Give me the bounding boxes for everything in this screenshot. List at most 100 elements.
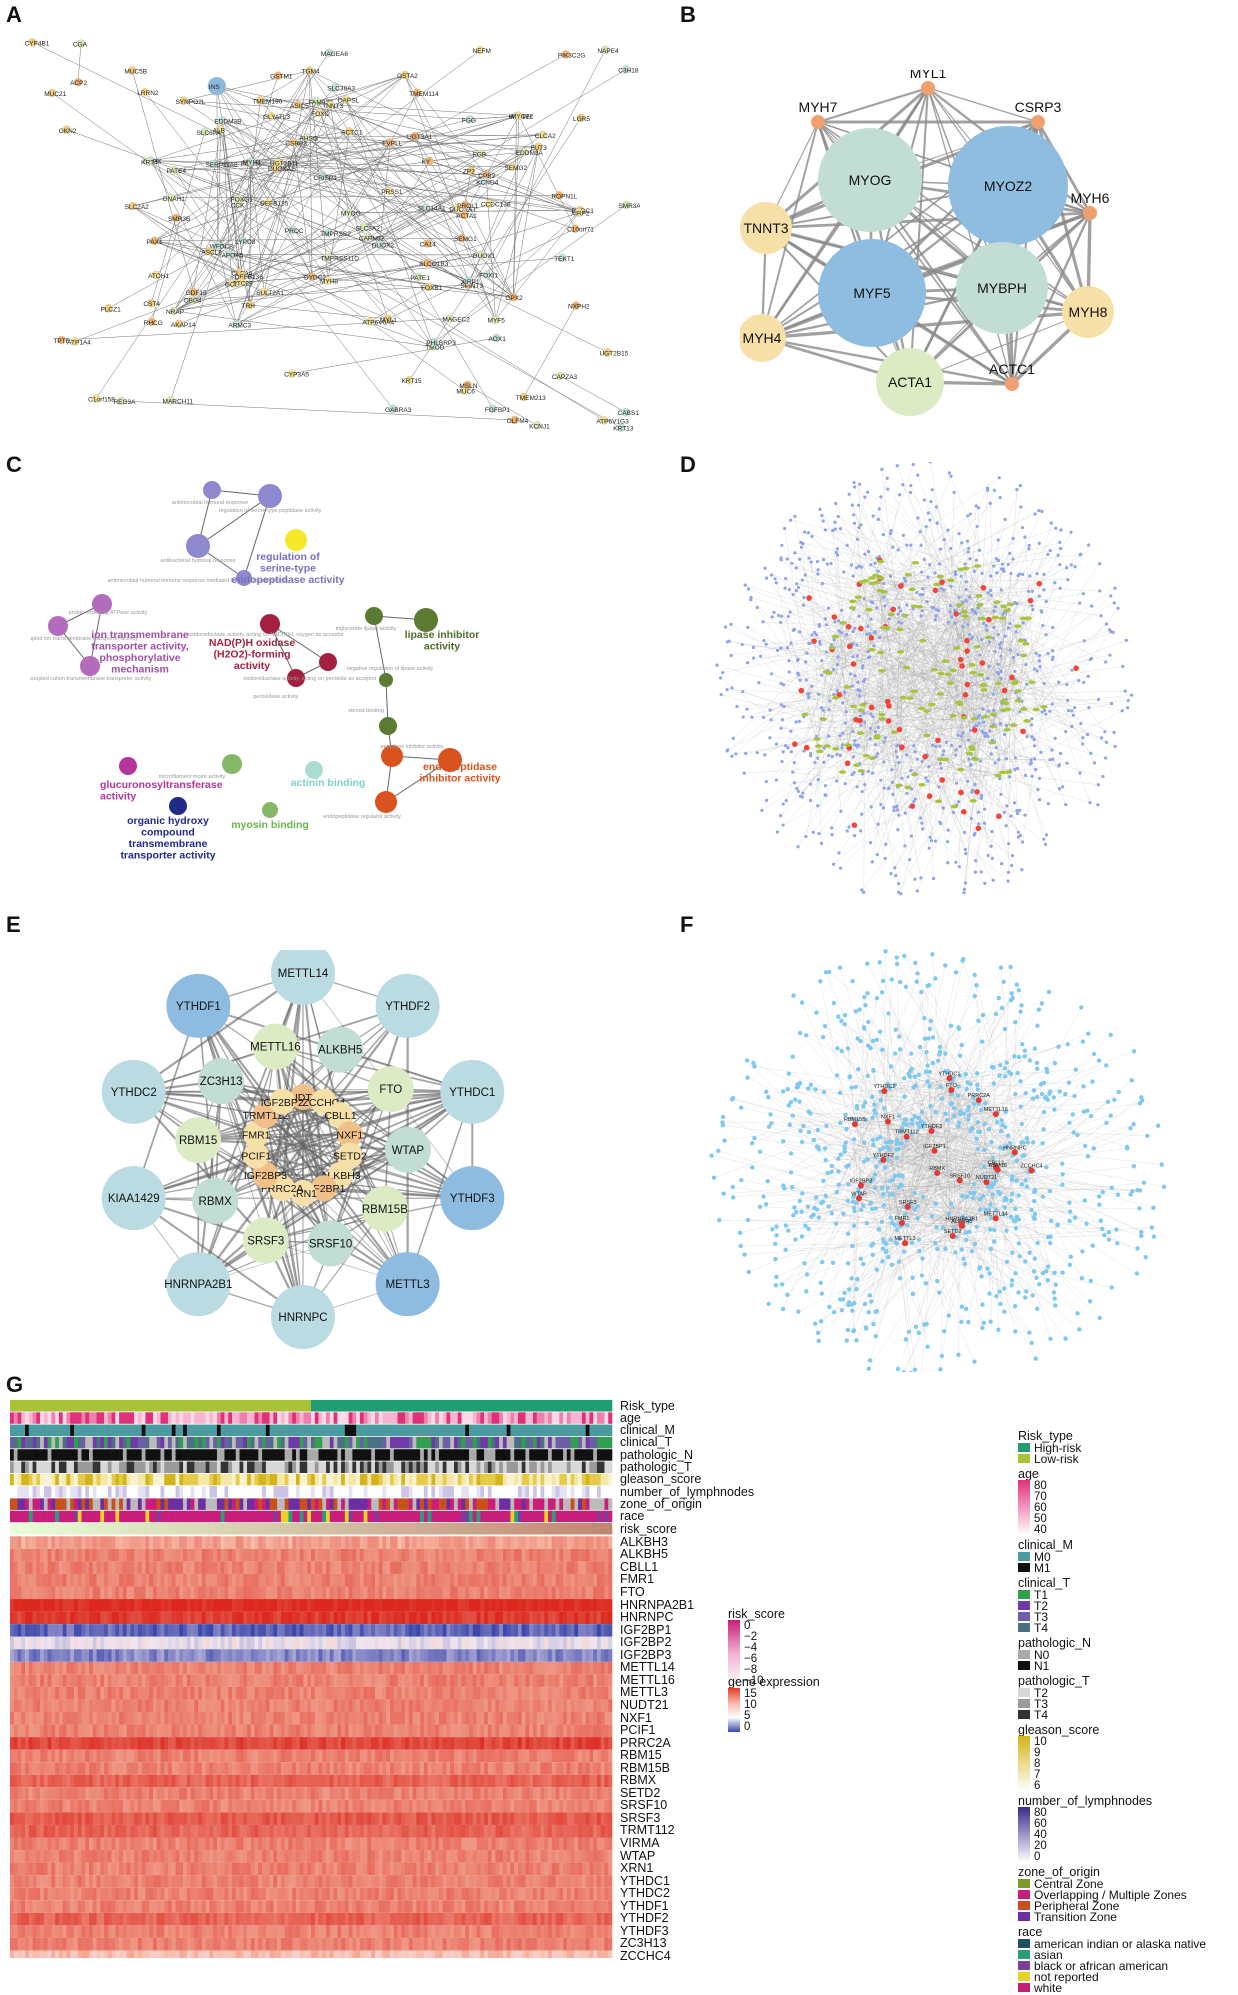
- minor-term-label: proton-exporting ATPase activity: [69, 610, 148, 616]
- network-node: [784, 744, 787, 747]
- annotation-cell: [198, 1400, 202, 1412]
- network-node: [933, 572, 936, 575]
- hub-node: [919, 639, 926, 643]
- node-label: YTHDF1: [176, 1001, 221, 1013]
- network-node: [1079, 722, 1082, 725]
- network-node: [1077, 679, 1080, 682]
- network-node: [966, 780, 969, 783]
- network-node: [909, 544, 912, 547]
- network-node: [1109, 1033, 1113, 1037]
- network-node: [1009, 815, 1012, 818]
- network-node: [720, 1120, 724, 1124]
- network-node: [775, 581, 778, 584]
- network-node: [1054, 1283, 1058, 1287]
- network-node: [1024, 1091, 1028, 1095]
- network-node: [1003, 1125, 1007, 1129]
- network-node: [926, 1036, 930, 1040]
- network-node: [1098, 1316, 1102, 1320]
- edge: [998, 708, 1128, 776]
- annotation-cell: [59, 1412, 63, 1424]
- node-label: RBMX: [199, 1196, 233, 1208]
- network-node: [1048, 1189, 1052, 1193]
- network-node: [855, 643, 858, 646]
- network-node: [989, 845, 992, 848]
- node-label: METTL3: [386, 1279, 430, 1291]
- network-node: [1037, 1007, 1041, 1011]
- node-label: ROPN1L: [551, 193, 577, 200]
- edge: [826, 972, 888, 1121]
- network-node: [1040, 610, 1043, 613]
- network-node: [866, 1020, 870, 1024]
- network-node: [834, 1221, 838, 1225]
- go-term-label-line: glucuronosyltransferase: [100, 779, 223, 791]
- network-node: [796, 845, 799, 848]
- network-node: [935, 1247, 939, 1251]
- hub-node: [1010, 723, 1017, 727]
- annotation-cell: [85, 1412, 89, 1424]
- network-node: [1044, 1165, 1048, 1169]
- network-node: [1083, 639, 1086, 642]
- network-node: [992, 564, 995, 567]
- network-node: [1023, 1178, 1027, 1182]
- network-node: [799, 795, 802, 798]
- network-node: [943, 1112, 947, 1116]
- network-node: [983, 808, 986, 811]
- network-node: [817, 778, 820, 781]
- annotation-cell: [63, 1400, 67, 1412]
- network-node: [809, 799, 812, 802]
- node-label: CRISP1: [313, 175, 337, 182]
- network-node: [813, 761, 816, 764]
- network-node: [982, 732, 985, 735]
- annotation-cell: [529, 1400, 533, 1412]
- hub-node: [969, 747, 976, 751]
- network-node: [1081, 736, 1084, 739]
- network-node: [863, 496, 866, 499]
- network-node: [789, 1151, 793, 1155]
- edge: [964, 801, 973, 893]
- network-node: [933, 1110, 937, 1114]
- node-label: C3H18: [618, 67, 639, 74]
- network-node: [904, 1337, 908, 1341]
- network-node: [1033, 757, 1036, 760]
- network-node: [852, 481, 855, 484]
- network-node: [1021, 573, 1024, 576]
- network-node: [750, 1141, 754, 1145]
- network-node: [843, 1022, 847, 1026]
- panel-letter-f: F: [680, 912, 693, 938]
- network-node: [835, 779, 838, 782]
- network-node: [943, 1051, 947, 1055]
- network-node: [1036, 788, 1039, 791]
- network-node: [813, 631, 816, 634]
- network-node: [787, 659, 790, 662]
- annotation-cell: [127, 1400, 131, 1412]
- network-node: [910, 1276, 914, 1280]
- hub-node: [839, 770, 846, 774]
- network-node: [1070, 725, 1073, 728]
- network-node: [820, 706, 823, 709]
- annotation-cell: [161, 1412, 165, 1424]
- annotation-cell: [431, 1400, 435, 1412]
- network-node: [836, 1156, 840, 1160]
- network-node: [1017, 835, 1020, 838]
- minor-term-label: antibacterial humoral response: [160, 558, 235, 564]
- network-node: [1002, 1205, 1006, 1209]
- network-node: [1020, 1122, 1024, 1126]
- node-label: DNAH1: [163, 196, 185, 203]
- network-node: [879, 779, 882, 782]
- network-node: [890, 607, 896, 613]
- node-label: CST4: [143, 301, 160, 308]
- node-label: HNRNPA2B1: [164, 1279, 232, 1291]
- annotation-cell: [443, 1400, 447, 1412]
- network-node: [1042, 588, 1045, 591]
- node-label: PAX1: [146, 239, 163, 246]
- network-node: [842, 570, 845, 573]
- network-node: [1100, 736, 1103, 739]
- network-node: [960, 1194, 964, 1198]
- annotation-cell: [191, 1400, 195, 1412]
- network-node: [806, 1205, 810, 1209]
- network-node: [1084, 1221, 1088, 1225]
- network-node: [734, 752, 737, 755]
- network-node: [1104, 1063, 1108, 1067]
- node-label: WTAP: [392, 1145, 425, 1157]
- node-label: RBM15: [179, 1135, 217, 1147]
